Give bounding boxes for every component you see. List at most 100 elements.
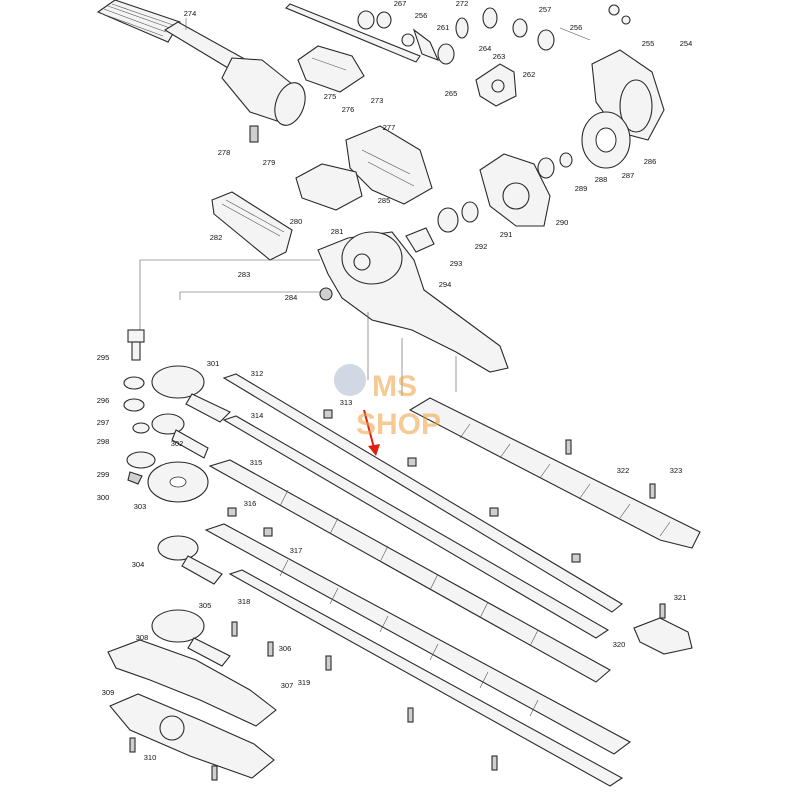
part-label: 322 — [617, 466, 630, 475]
inner-shaft — [285, 3, 421, 63]
bottom-cover-310 — [109, 693, 275, 779]
part-label: 318 — [238, 597, 251, 606]
handle-grip — [96, 0, 181, 43]
part-label: 292 — [475, 242, 488, 251]
part-label: 285 — [378, 196, 391, 205]
part-label: 300 — [97, 493, 110, 502]
part-label: 317 — [290, 546, 303, 555]
part-label: 298 — [97, 437, 110, 446]
gear-plate-265 — [475, 63, 517, 107]
part-label: 284 — [285, 293, 298, 302]
part-label: 309 — [102, 688, 115, 697]
part-label: 303 — [134, 502, 147, 511]
blade-guide-318 — [228, 569, 624, 787]
part-label: 263 — [493, 52, 506, 61]
washer-286 — [581, 111, 631, 169]
bolts — [129, 439, 666, 781]
connecting-rod-302 — [151, 413, 209, 459]
part-label: 295 — [97, 353, 110, 362]
blade-tip-320 — [633, 617, 693, 655]
part-label: 256 — [415, 11, 428, 20]
part-label: 316 — [244, 499, 257, 508]
gear-shaft-295 — [127, 329, 145, 361]
part-label: 293 — [450, 259, 463, 268]
part-label: 281 — [331, 227, 344, 236]
part-label: 320 — [613, 640, 626, 649]
part-label: 276 — [342, 105, 355, 114]
part-label: 267 — [394, 0, 407, 8]
gear-303 — [147, 461, 209, 503]
crank-plate-301 — [151, 365, 231, 423]
part-label: 280 — [290, 217, 303, 226]
bolt-278 — [249, 125, 259, 143]
bearings-291-292 — [405, 201, 479, 253]
watermark-line1: MS — [372, 370, 417, 403]
part-label: 288 — [595, 175, 608, 184]
part-label: 307 — [281, 681, 294, 690]
cutter-blade-317 — [204, 523, 632, 755]
part-label: 315 — [250, 458, 263, 467]
part-label: 294 — [439, 280, 452, 289]
part-label: 283 — [238, 270, 251, 279]
part-label: 262 — [523, 70, 536, 79]
part-label: 323 — [670, 466, 683, 475]
handle-282 — [211, 191, 293, 261]
part-label: 254 — [680, 39, 693, 48]
part-label: 305 — [199, 601, 212, 610]
part-label: 265 — [445, 89, 458, 98]
part-label: 290 — [556, 218, 569, 227]
part-label: 302 — [171, 439, 184, 448]
spacers — [227, 409, 581, 563]
part-label: 313 — [340, 398, 353, 407]
gasket-308 — [107, 639, 277, 727]
part-label: 282 — [210, 233, 223, 242]
part-label: 310 — [144, 753, 157, 762]
leader-lines — [139, 18, 591, 396]
crank-plate-305 — [151, 609, 231, 667]
part-label: 319 — [298, 678, 311, 687]
part-label: 304 — [132, 560, 145, 569]
part-label: 297 — [97, 418, 110, 427]
part-label: 286 — [644, 157, 657, 166]
part-label: 277 — [383, 123, 396, 132]
part-label: 312 — [251, 369, 264, 378]
cutter-blade-315 — [208, 459, 611, 683]
part-label: 278 — [218, 148, 231, 157]
part-label: 301 — [207, 359, 220, 368]
part-label: 275 — [324, 92, 337, 101]
part-label: 306 — [279, 644, 292, 653]
part-label: 291 — [500, 230, 513, 239]
part-label: 257 — [539, 5, 552, 14]
part-label: 296 — [97, 396, 110, 405]
part-label: 289 — [575, 184, 588, 193]
blade-guide-314 — [222, 415, 610, 639]
blade-set-322 — [408, 397, 701, 549]
part-label: 255 — [642, 39, 655, 48]
part-label: 274 — [184, 9, 197, 18]
part-label: 261 — [437, 23, 450, 32]
part-label: 279 — [263, 158, 276, 167]
gear-case-294 — [317, 231, 509, 373]
part-label: 273 — [371, 96, 384, 105]
nut-284 — [319, 287, 333, 301]
blade-guide-312 — [222, 373, 623, 613]
clamp-280 — [295, 163, 363, 211]
drive-shaft-tube — [163, 21, 306, 126]
part-label: 256 — [570, 23, 583, 32]
red-arrow-icon — [363, 409, 380, 456]
part-label: 321 — [674, 593, 687, 602]
part-label: 272 — [456, 0, 469, 8]
part-label: 308 — [136, 633, 149, 642]
small-gears-289 — [537, 152, 573, 179]
watermark-line2: SHOP — [356, 408, 441, 441]
part-label: 264 — [479, 44, 492, 53]
part-label: 287 — [622, 171, 635, 180]
bearings-296-300 — [123, 376, 156, 485]
part-label: 314 — [251, 411, 264, 420]
housing-290 — [479, 153, 551, 227]
bearing-stack-top — [357, 4, 631, 65]
part-label: 299 — [97, 470, 110, 479]
housing-clamp-273 — [297, 45, 365, 93]
